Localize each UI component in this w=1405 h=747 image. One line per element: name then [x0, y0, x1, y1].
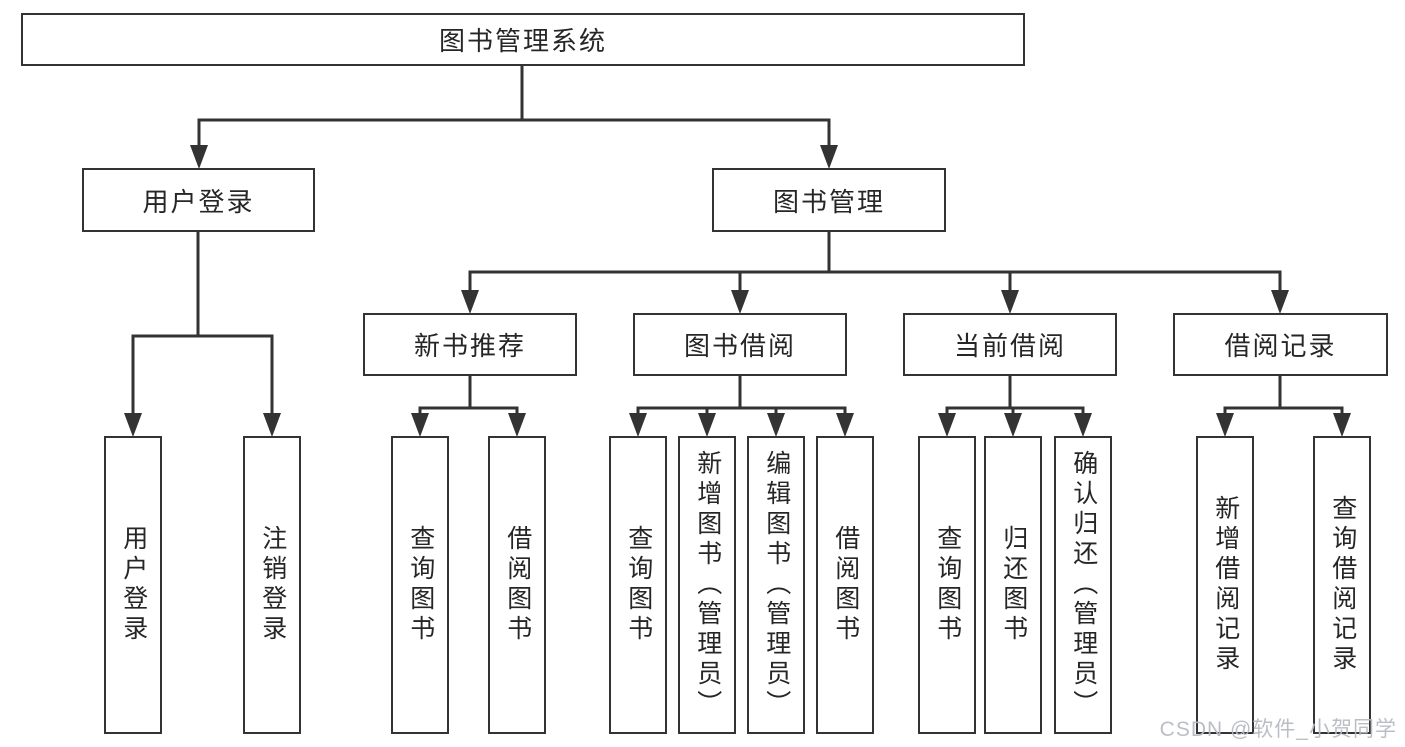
node-book-borrow: 图书借阅 [633, 313, 847, 376]
connector-user-login-split [131, 231, 274, 415]
connector-current-borrow-split [945, 374, 1085, 415]
connector-book-mgmt-to-level3 [468, 231, 1282, 292]
node-borrow-records: 借阅记录 [1173, 313, 1388, 376]
leaf-return-books: 归还图书 [984, 436, 1042, 734]
leaf-user-login: 用户登录 [104, 436, 162, 734]
node-library-system: 图书管理系统 [21, 13, 1025, 66]
leaf-confirm-return-admin: 确认归还（管理员） [1054, 436, 1112, 734]
leaf-query-books-recommend: 查询图书 [391, 436, 449, 734]
leaf-query-books-borrow: 查询图书 [609, 436, 667, 734]
leaf-borrow-books-recommend: 借阅图书 [488, 436, 546, 734]
connector-borrow-records-split [1223, 374, 1344, 415]
leaf-edit-books-admin: 编辑图书（管理员） [747, 436, 805, 734]
connector-root-to-level2 [197, 64, 831, 147]
node-book-management: 图书管理 [712, 168, 946, 232]
leaf-add-borrow-record: 新增借阅记录 [1196, 436, 1254, 734]
leaf-borrow-books: 借阅图书 [816, 436, 874, 734]
leaf-logout: 注销登录 [243, 436, 301, 734]
leaf-query-borrow-record: 查询借阅记录 [1313, 436, 1371, 734]
leaf-add-books-admin: 新增图书（管理员） [678, 436, 736, 734]
node-user-login: 用户登录 [82, 168, 315, 232]
csdn-watermark: CSDN @软件_小贺同学 [1159, 718, 1397, 741]
node-new-book-recommend: 新书推荐 [363, 313, 577, 376]
connector-book-borrow-split [636, 374, 847, 415]
node-current-borrow: 当前借阅 [903, 313, 1117, 376]
connector-new-book-split [418, 374, 519, 415]
leaf-query-books-current: 查询图书 [918, 436, 976, 734]
